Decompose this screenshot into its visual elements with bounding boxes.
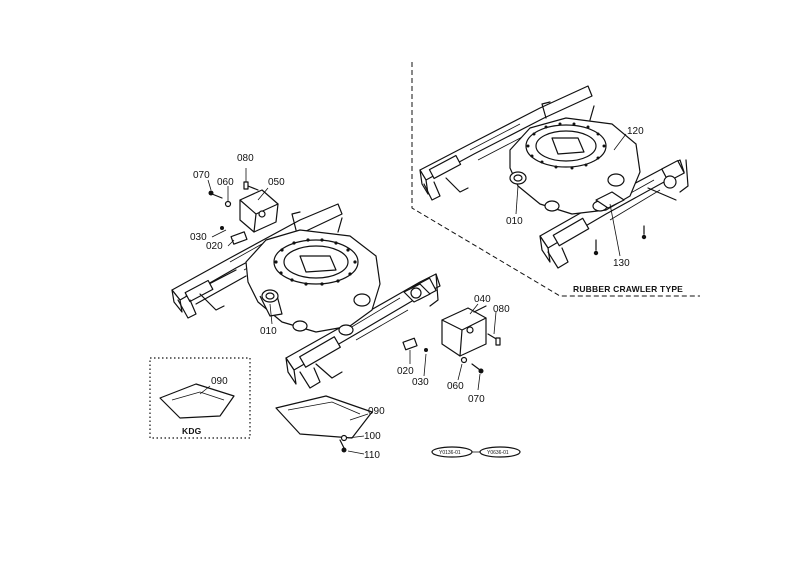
part-label-050: 050 bbox=[268, 177, 285, 188]
bolt-circle-main bbox=[274, 238, 357, 286]
part-label-120: 120 bbox=[627, 126, 644, 137]
caption-rubber-crawler-type: RUBBER CRAWLER TYPE bbox=[573, 284, 683, 294]
part-label-020: 020 bbox=[397, 366, 414, 377]
ref-code-a: Y0136-01 bbox=[439, 450, 461, 456]
main-track-frame bbox=[171, 203, 441, 389]
rubber-crawler-frame bbox=[419, 85, 689, 269]
rubber-crawler-boundary bbox=[411, 62, 700, 297]
leader-lines bbox=[199, 133, 627, 455]
part-label-110: 110 bbox=[364, 450, 380, 461]
part-label-070: 070 bbox=[193, 170, 210, 181]
part-label-030: 030 bbox=[412, 377, 429, 388]
part-label-060: 060 bbox=[447, 381, 464, 392]
part-label-090: 090 bbox=[211, 376, 228, 387]
bolts-middle bbox=[402, 337, 484, 374]
bolts-upper-left bbox=[208, 181, 259, 245]
part-label-060: 060 bbox=[217, 177, 234, 188]
part-labels: 070 060 080 050 030 020 010 040 080 020 … bbox=[190, 126, 644, 461]
part-label-010: 010 bbox=[506, 216, 523, 227]
ref-code-b: Y0636-01 bbox=[487, 450, 509, 456]
part-label-030: 030 bbox=[190, 232, 207, 243]
reference-codes: Y0136-01 Y0636-01 bbox=[431, 446, 521, 458]
part-label-040: 040 bbox=[474, 294, 491, 305]
part-label-080: 080 bbox=[237, 153, 254, 164]
part-label-070: 070 bbox=[468, 394, 485, 405]
part-label-010: 010 bbox=[260, 326, 277, 337]
part-label-130: 130 bbox=[613, 258, 630, 269]
part-label-100: 100 bbox=[364, 431, 381, 442]
part-label-020: 020 bbox=[206, 241, 223, 252]
bracket-040 bbox=[441, 305, 501, 357]
caption-kdg: KDG bbox=[182, 426, 202, 436]
part-label-080: 080 bbox=[493, 304, 510, 315]
under-cover-090-kdg bbox=[159, 383, 235, 419]
under-cover-090 bbox=[275, 395, 373, 453]
bolt-circle-rubber bbox=[526, 122, 606, 170]
bracket-050 bbox=[239, 189, 279, 233]
kdg-box bbox=[149, 357, 251, 439]
part-label-090: 090 bbox=[368, 406, 385, 417]
